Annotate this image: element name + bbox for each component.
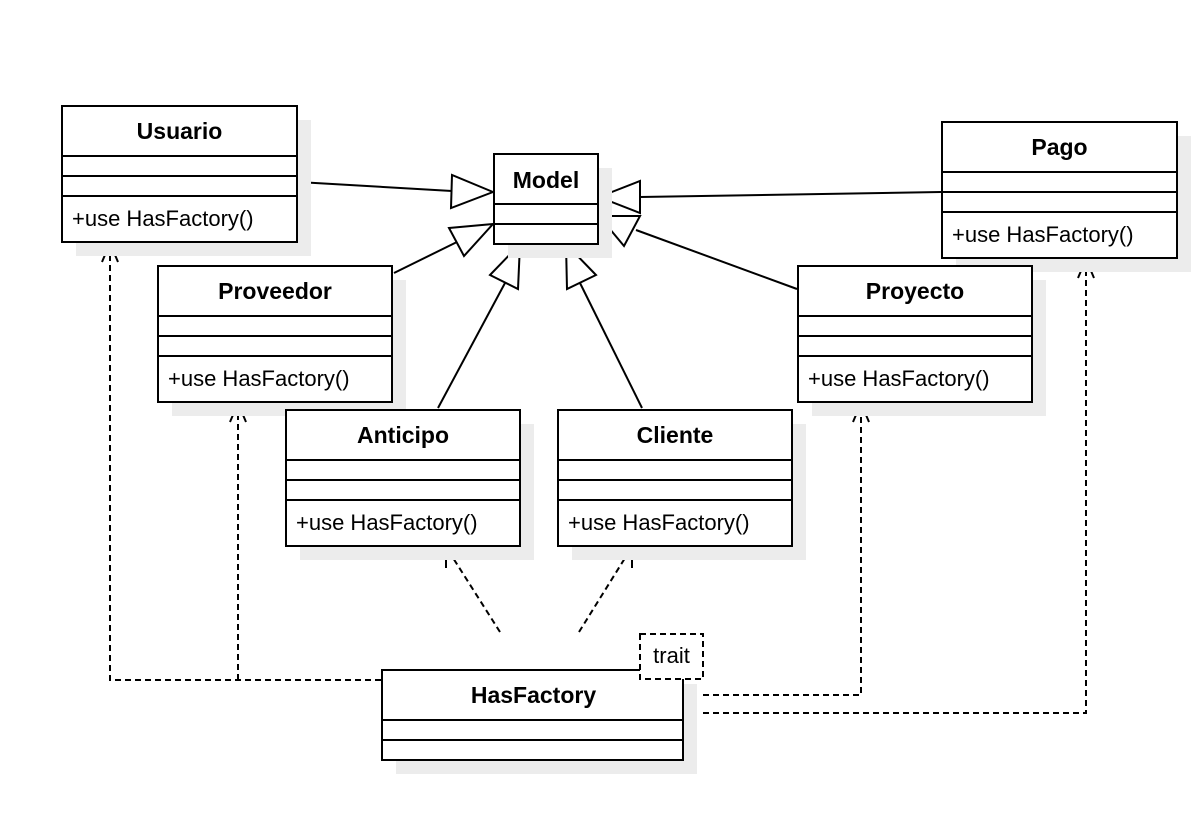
class-method: +use HasFactory() xyxy=(808,366,990,391)
inheritance-anticipo-model xyxy=(437,282,506,409)
generalization-arrowhead xyxy=(447,222,496,258)
class-name: Proveedor xyxy=(218,278,332,304)
stereotype-label: trait xyxy=(653,643,690,668)
class-hasfactory: HasFactory trait xyxy=(381,633,704,774)
class-box xyxy=(61,105,298,243)
class-box xyxy=(493,153,599,245)
stereotype-box xyxy=(639,633,704,680)
inheritance-usuario-model xyxy=(297,181,453,192)
class-name: Proyecto xyxy=(866,278,964,304)
class-model: Model xyxy=(493,153,612,258)
class-method: +use HasFactory() xyxy=(568,510,750,535)
class-proveedor: Proveedor +use HasFactory() xyxy=(157,265,406,416)
dependency-hasfactory-anticipo xyxy=(447,549,501,633)
class-box xyxy=(157,265,393,403)
class-box xyxy=(381,669,684,761)
class-name: Pago xyxy=(1031,134,1087,160)
class-name: Model xyxy=(513,167,579,193)
class-box xyxy=(557,409,793,547)
generalization-arrowhead xyxy=(596,179,641,215)
class-proyecto: Proyecto +use HasFactory() xyxy=(797,265,1046,416)
class-pago: Pago +use HasFactory() xyxy=(941,121,1191,272)
class-method: +use HasFactory() xyxy=(296,510,478,535)
generalization-arrowhead xyxy=(449,173,496,210)
class-method: +use HasFactory() xyxy=(168,366,350,391)
class-method: +use HasFactory() xyxy=(72,206,254,231)
dependency-hasfactory-usuario xyxy=(109,245,381,681)
dependency-hasfactory-proyecto xyxy=(703,404,862,696)
dependency-hasfactory-pago xyxy=(703,260,1087,714)
inheritance-proyecto-model xyxy=(635,229,798,290)
class-usuario: Usuario +use HasFactory() xyxy=(61,105,311,256)
inheritance-pago-model xyxy=(639,191,942,198)
class-box xyxy=(797,265,1033,403)
dependency-hasfactory-cliente xyxy=(578,549,631,633)
inheritance-proveedor-model xyxy=(393,239,462,274)
class-cliente: Cliente +use HasFactory() xyxy=(557,409,806,560)
class-name: Usuario xyxy=(137,118,223,144)
class-name: Cliente xyxy=(637,422,714,448)
class-method: +use HasFactory() xyxy=(952,222,1134,247)
class-name: HasFactory xyxy=(471,682,596,708)
class-name: Anticipo xyxy=(357,422,449,448)
class-box xyxy=(285,409,521,547)
class-box xyxy=(941,121,1178,259)
class-anticipo: Anticipo +use HasFactory() xyxy=(285,409,534,560)
inheritance-cliente-model xyxy=(579,282,643,409)
